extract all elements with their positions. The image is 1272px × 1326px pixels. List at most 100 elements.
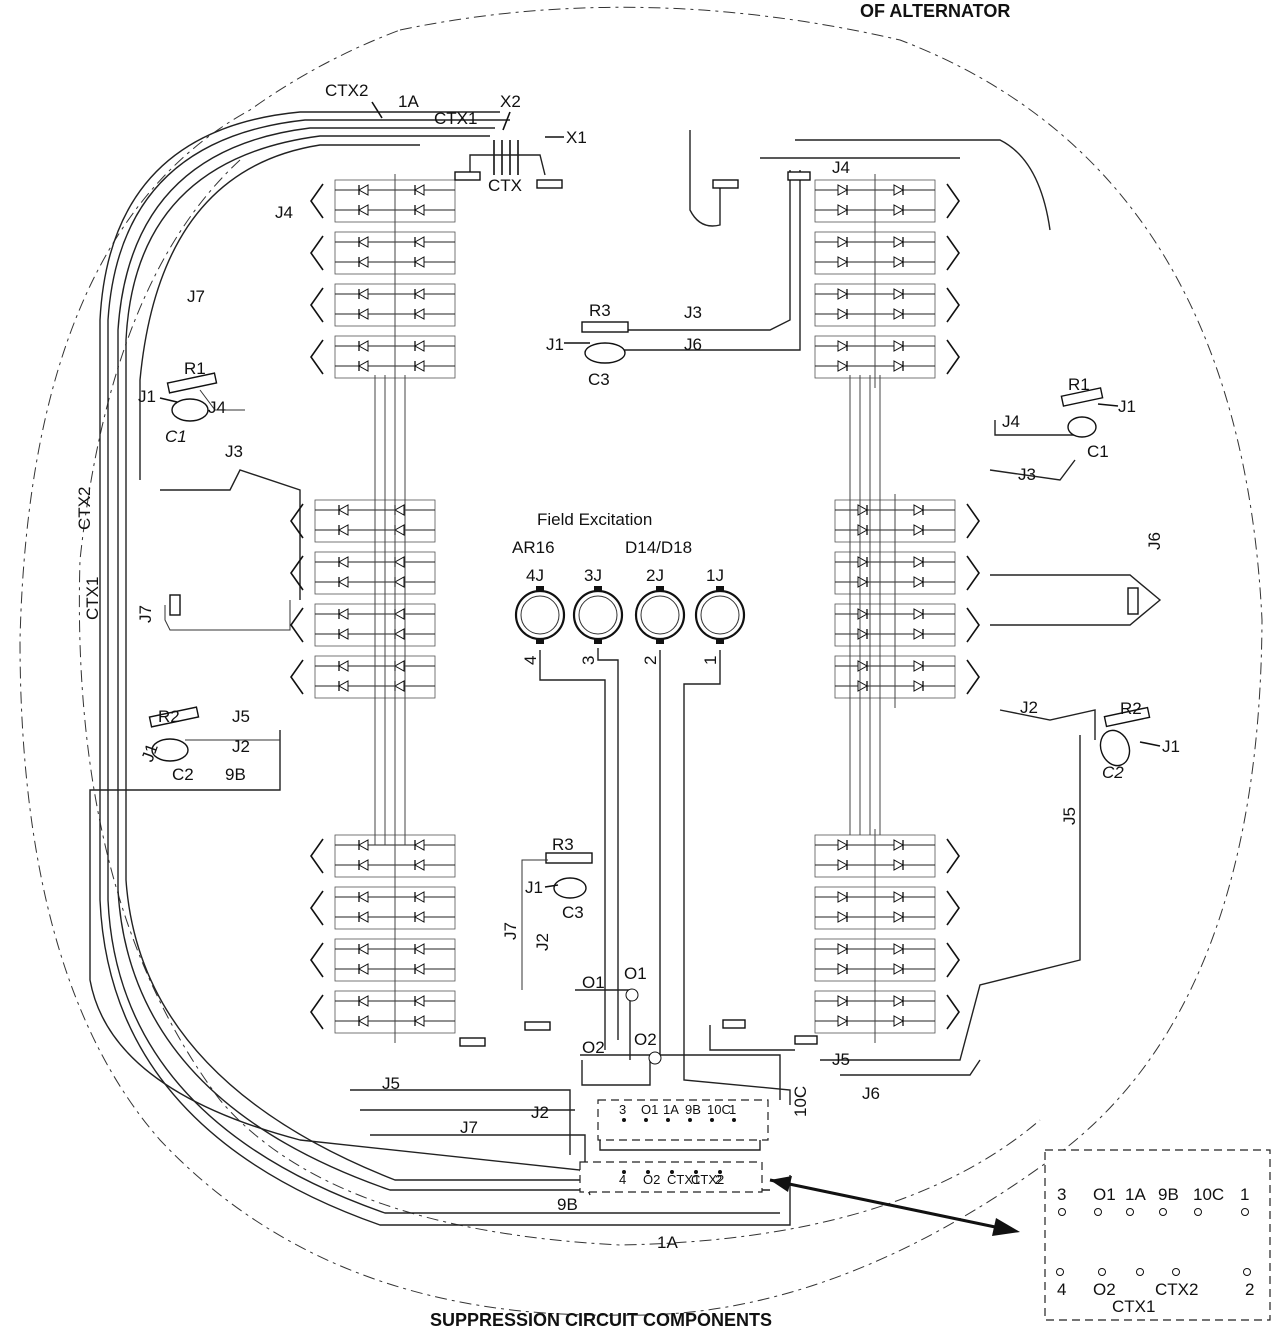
small-terminal-dot [622,1118,626,1122]
small-terminal-label: 10C [707,1102,731,1117]
label-c2-left: C2 [172,765,194,784]
rectifier-bridge-top-right [814,174,960,388]
detail-terminal-hole [1098,1268,1106,1276]
label-j1-r2-left: J1 [138,741,162,764]
label-j2-right: J2 [1020,698,1038,717]
connector-top-right [712,171,811,189]
bus-rails [374,375,881,845]
small-terminal-label: CTX1 [667,1172,700,1187]
label-j3-left: J3 [225,442,243,461]
jack-label: 1J [706,566,724,585]
small-terminal-dot [646,1170,650,1174]
jack-pin-top [716,586,724,591]
label-j6-bottom-right: J6 [862,1084,880,1103]
small-terminal-dot [622,1170,626,1174]
label-j6-top: J6 [684,335,702,354]
detail-terminal-label: CTX2 [1155,1280,1198,1299]
label-j1-r1-left: J1 [138,387,156,406]
label-o1-a: O1 [582,973,605,992]
detail-terminal-hole [1056,1268,1064,1276]
jack-2j [634,589,686,641]
label-r3-top: R3 [589,301,611,320]
rectifier-bridge-bottom-left [310,829,456,1043]
o1-terminal [625,988,639,1002]
rectifier-bridge-bottom-right [814,829,960,1043]
label-o1-b: O1 [624,964,647,983]
leader-arrows [159,101,1161,888]
detail-terminal-hole [1243,1268,1251,1276]
label-j5-left: J5 [232,707,250,726]
label-j7-top-left: J7 [187,287,205,306]
label-c1-left: C1 [165,427,187,446]
detail-callout-arrow [769,1176,1020,1236]
small-terminal-label: CTX2 [691,1172,724,1187]
label-j4-r1-left: J4 [208,398,226,417]
detail-terminal-hole [1241,1208,1249,1216]
label-ctx: CTX [488,176,522,195]
wiring-labels: CTX2 1A CTX1 X2 X1 CTX J4 J7 R1 J1 J4 C1… [75,81,1180,1252]
label-j4-top-right: J4 [832,158,850,177]
jack-wire-label: 1 [701,656,720,665]
inner-housing-outline [78,159,1041,1246]
connector-j7-left [169,594,181,616]
connector-j6-right [1127,587,1139,615]
label-j2-bottom: J2 [533,933,552,951]
header-fragment: OF ALTERNATOR [860,1,1010,21]
label-j2-left: J2 [232,737,250,756]
jack-pin-top [536,586,544,591]
rectifier-bridge-mid-right [834,494,980,708]
jack-pin-bottom [656,639,664,644]
label-ctx1-left: CTX1 [83,577,102,620]
r2-c2-left [148,706,280,762]
detail-terminal-hole [1094,1208,1102,1216]
o2-terminal [648,1051,662,1065]
r3-c3-top [581,321,629,364]
label-r1-left: R1 [184,359,206,378]
small-terminal-label: O1 [641,1102,658,1117]
r1-c1-right [1060,387,1104,438]
detail-terminal-label: O2 [1093,1280,1116,1299]
label-ctx1-top: CTX1 [434,109,477,128]
label-o2-a: O2 [582,1038,605,1057]
detail-terminal-label: 3 [1057,1185,1066,1204]
jack-pin-top [594,586,602,591]
label-9b-left: 9B [225,765,246,784]
jack-4j [514,589,566,641]
jack-3j [572,589,624,641]
label-j5-bottom-right: J5 [832,1050,850,1069]
jack-wire-label: 3 [579,656,598,665]
small-terminal-label: 1A [663,1102,679,1117]
label-c1-right: C1 [1087,442,1109,461]
label-ctx2-top: CTX2 [325,81,368,100]
label-j4-top-left: J4 [275,203,293,222]
detail-terminal-label: 1A [1125,1185,1146,1204]
detail-terminal-hole [1136,1268,1144,1276]
small-terminal-dot [688,1118,692,1122]
label-r2-left: R2 [158,707,180,726]
d14-d18-label: D14/D18 [625,538,692,557]
detail-terminal-hole [1058,1208,1066,1216]
small-terminal-dot [644,1118,648,1122]
jack-label: 2J [646,566,664,585]
jack-inner-ring [578,595,618,635]
jack-wire-label: 4 [521,656,540,665]
label-j1-r1-right: J1 [1118,397,1136,416]
rectifier-bridge-top-left [310,174,456,388]
label-j7-bottom-left: J7 [460,1118,478,1137]
ar16-label: AR16 [512,538,555,557]
small-terminal-label: 1 [729,1102,736,1117]
detail-terminal-hole [1194,1208,1202,1216]
r2-c2-right [1099,706,1151,767]
detail-terminal-label: O1 [1093,1185,1116,1204]
detail-terminal-hole [1172,1268,1180,1276]
label-r3-bottom: R3 [552,835,574,854]
wiring-harness [89,111,1162,1226]
small-terminal-dot [732,1118,736,1122]
label-j7-left: J7 [136,605,155,623]
jack-label: 4J [526,566,544,585]
label-j6-right: J6 [1145,532,1164,550]
jack-pin-bottom [536,639,544,644]
jack-wire-label: 2 [641,656,660,665]
